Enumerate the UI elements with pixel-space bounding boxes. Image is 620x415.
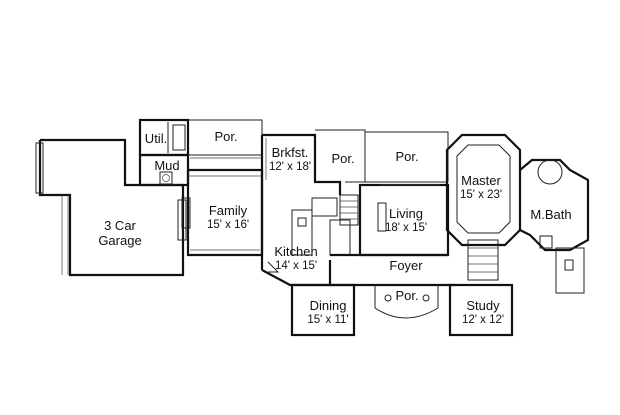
porch-right-label: Por. xyxy=(395,149,418,164)
kitchen-dim: 14' x 15' xyxy=(274,260,318,272)
util-name: Util. xyxy=(144,131,168,146)
study-dim: 12' x 12' xyxy=(461,314,505,326)
foyer-name: Foyer xyxy=(389,258,423,273)
dining-label: Dining 15' x 11' xyxy=(307,298,348,328)
brkfst-name: Brkfst. xyxy=(271,145,309,160)
family-label: Family 15' x 16' xyxy=(207,203,249,233)
kitchen-label: Kitchen 14' x 15' xyxy=(274,244,317,274)
living-label: Living 18' x 15' xyxy=(385,206,427,236)
kitchen-name: Kitchen xyxy=(274,244,318,259)
brkfst-walls xyxy=(260,133,342,270)
mud-label: Mud xyxy=(154,158,179,173)
porch-left-label: Por. xyxy=(214,129,237,144)
dining-name: Dining xyxy=(309,298,347,313)
porch-front-walls xyxy=(374,285,439,319)
mbath-label: M.Bath xyxy=(530,207,571,222)
master-name: Master xyxy=(461,173,501,188)
master-dim: 15' x 23' xyxy=(459,189,503,201)
dining-walls xyxy=(290,283,356,337)
porch-front-name: Por. xyxy=(395,288,419,303)
porch-front-label: Por. xyxy=(395,288,418,303)
mbath-walls xyxy=(519,158,590,294)
dining-dim: 15' x 11' xyxy=(307,314,349,326)
family-dim: 15' x 16' xyxy=(206,219,250,231)
porch-mid-label: Por. xyxy=(331,151,354,166)
util-label: Util. xyxy=(145,131,167,146)
living-dim: 18' x 15' xyxy=(384,222,428,234)
porch-mid-name: Por. xyxy=(331,151,355,166)
study-name: Study xyxy=(466,298,500,313)
mbath-name: M.Bath xyxy=(530,207,572,222)
garage-name: 3 Car xyxy=(104,218,136,233)
living-name: Living xyxy=(389,206,423,221)
master-walls xyxy=(445,133,522,247)
foyer-label: Foyer xyxy=(389,258,422,273)
master-label: Master 15' x 23' xyxy=(460,173,502,203)
family-name: Family xyxy=(208,203,248,218)
util-mud-walls xyxy=(138,118,190,187)
garage-label: 3 Car Garage xyxy=(98,218,141,248)
stair-walls xyxy=(339,194,359,226)
porch-right-name: Por. xyxy=(395,149,419,164)
study-label: Study 12' x 12' xyxy=(462,298,504,328)
garage-name-2: Garage xyxy=(98,233,142,248)
porch-left-name: Por. xyxy=(214,129,238,144)
brkfst-dim: 12' x 18' xyxy=(268,161,312,173)
brkfst-label: Brkfst. 12' x 18' xyxy=(269,145,311,175)
mud-name: Mud xyxy=(154,158,180,173)
study-walls xyxy=(448,283,514,337)
